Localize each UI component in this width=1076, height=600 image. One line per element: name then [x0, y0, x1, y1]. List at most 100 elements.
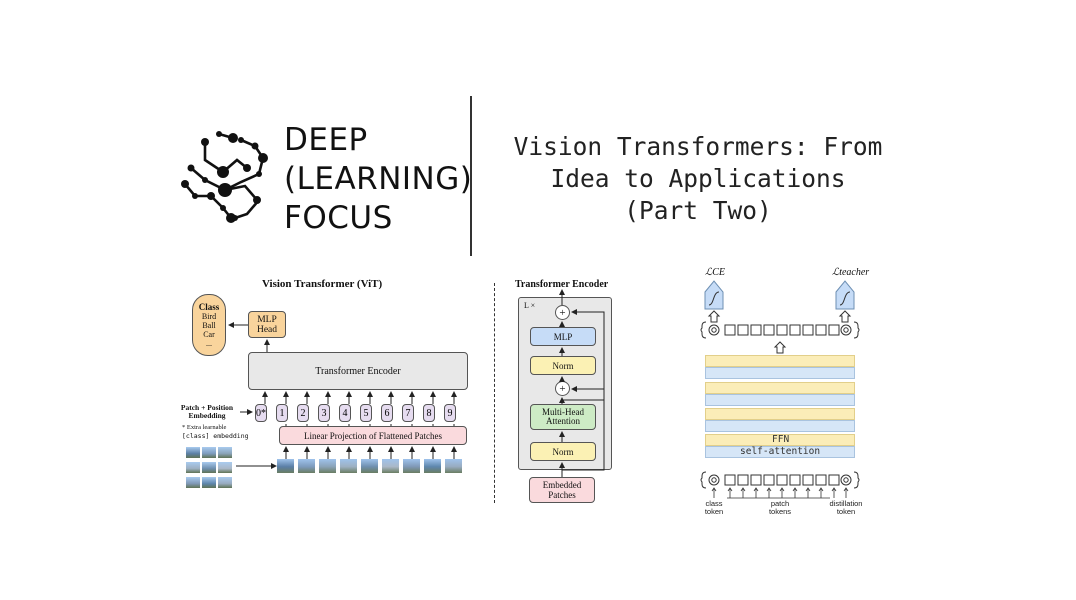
deit-ffn-band [705, 434, 855, 446]
position-token: 7 [402, 404, 414, 422]
brand-line-2: (LEARNING) [284, 161, 473, 197]
patch-token [776, 324, 788, 336]
patch-token [828, 324, 840, 336]
brand-line-3: FOCUS [284, 200, 393, 236]
grid-image-patch [218, 477, 232, 488]
deit-ffn-label: FFN [772, 434, 790, 445]
deit-layer-3-attn [705, 367, 855, 379]
embedded-patches-line-1: Embedded [542, 480, 582, 490]
class-output-box: Class Bird Ball Car ... [192, 294, 226, 356]
deit-layer-1-attn [705, 420, 855, 432]
loss-ce-label: ℒCE [705, 267, 725, 278]
patch-token [763, 474, 775, 486]
deit-layer-2-attn [705, 394, 855, 406]
patch-token [815, 474, 827, 486]
network-s-logo-icon [181, 131, 268, 223]
patch-token [815, 324, 827, 336]
grid-image-patch [218, 462, 232, 473]
deit-self-attention-label: self-attention [740, 446, 821, 457]
patch-token [724, 474, 736, 486]
extra-note: * Extra learnable [class] embedding [182, 424, 249, 440]
class-token-inner-icon [711, 477, 717, 483]
embedded-patches-line-2: Patches [548, 490, 576, 500]
grid-image-patch [202, 462, 216, 473]
grid-image-patch [218, 447, 232, 458]
patch-token [724, 324, 736, 336]
deit-layer-2-ffn [705, 382, 855, 394]
encoder-repeat-label: L × [524, 301, 536, 310]
deit-layer-3-ffn [705, 355, 855, 367]
patch-token [802, 474, 814, 486]
image-patch [277, 459, 294, 473]
position-token: 6 [381, 404, 393, 422]
mlp-head-box: MLP Head [248, 311, 286, 338]
class-output-title: Class [198, 301, 220, 312]
header-divider [470, 96, 472, 256]
encoder-norm1-label: Norm [552, 446, 574, 457]
patch-token [802, 324, 814, 336]
position-token: 4 [339, 404, 351, 422]
patch-tokens-label: patch tokens [768, 499, 792, 516]
encoder-mlp-label: MLP [553, 331, 573, 342]
patch-token [789, 474, 801, 486]
image-patch [298, 459, 315, 473]
linear-projection-label: Linear Projection of Flattened Patches [304, 430, 442, 441]
patch-token [750, 474, 762, 486]
encoder-mha-label: Multi-Head Attention [542, 407, 584, 426]
encoder-title: Transformer Encoder [515, 279, 609, 290]
pos-embed-line-1: Patch + Position [180, 403, 234, 412]
patch-token [789, 324, 801, 336]
class-token-label: class token [704, 499, 724, 516]
encoder-mlp-box: MLP [530, 327, 596, 346]
residual-add-top-icon: + [555, 305, 570, 320]
position-token: 8 [423, 404, 435, 422]
distillation-token-label: distillation token [829, 499, 863, 516]
patch-token [828, 474, 840, 486]
position-token: 0* [255, 404, 267, 422]
title-line-1: Vision Transformers: From [513, 132, 883, 161]
brand-line-1: DEEP [284, 122, 368, 158]
distillation-token-inner-icon [843, 477, 849, 483]
image-patch [361, 459, 378, 473]
title-line-2: Idea to Applications [550, 164, 846, 193]
patch-token [750, 324, 762, 336]
title-line-3: (Part Two) [624, 196, 772, 225]
vit-transformer-encoder-box: Transformer Encoder [248, 352, 468, 390]
position-token: 2 [297, 404, 309, 422]
encoder-norm1-box: Norm [530, 442, 596, 461]
distillation-token-inner-icon [843, 327, 849, 333]
class-item-ball: Ball [202, 320, 216, 330]
patch-token [737, 474, 749, 486]
pos-embed-label: Patch + Position Embedding [176, 404, 238, 420]
image-patch [424, 459, 441, 473]
class-token-inner-icon [711, 327, 717, 333]
grid-image-patch [202, 477, 216, 488]
position-token: 5 [360, 404, 372, 422]
position-token: 3 [318, 404, 330, 422]
position-token: 9 [444, 404, 456, 422]
image-patch [382, 459, 399, 473]
page-title: Vision Transformers: From Idea to Applic… [478, 131, 918, 227]
extra-note-line-2: [class] embedding [182, 432, 249, 440]
grid-image-patch [186, 462, 200, 473]
patch-token [763, 324, 775, 336]
mlp-head-line-2: Head [256, 324, 278, 335]
encoder-norm2-label: Norm [552, 360, 574, 371]
pos-embed-line-2: Embedding [188, 411, 226, 420]
class-item-car: Car [203, 329, 215, 339]
deit-self-attention-band [705, 446, 855, 458]
brand-wordmark: DEEP (LEARNING) FOCUS [284, 121, 472, 238]
encoder-mha-box: Multi-Head Attention [530, 404, 596, 430]
image-patch [340, 459, 357, 473]
grid-image-patch [186, 477, 200, 488]
image-patch [319, 459, 336, 473]
patch-token [737, 324, 749, 336]
embedded-patches-box: Embedded Patches [529, 477, 595, 503]
linear-projection-box: Linear Projection of Flattened Patches [279, 426, 467, 445]
grid-image-patch [202, 447, 216, 458]
class-item-more: ... [206, 338, 212, 348]
image-patch [445, 459, 462, 473]
